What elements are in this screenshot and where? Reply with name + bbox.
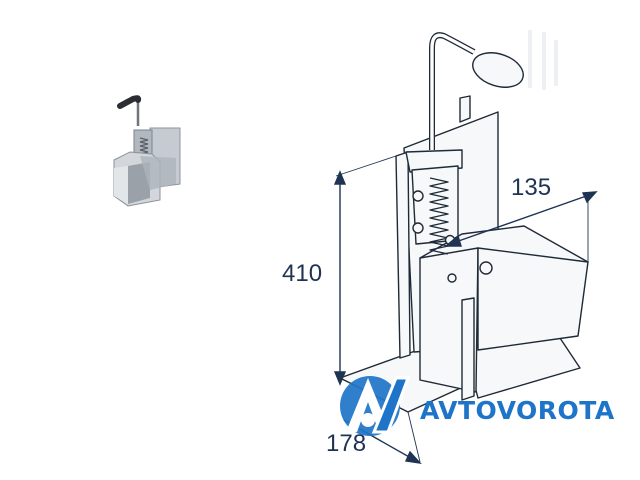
drop-catch-drawing xyxy=(339,30,589,413)
dimension-height-label: 410 xyxy=(282,260,323,287)
dimension-depth-label: 178 xyxy=(326,430,367,457)
brand-watermark: AVTOVOROTA xyxy=(332,368,632,448)
brand-name: AVTOVOROTA xyxy=(420,396,615,425)
thumbnail-catch xyxy=(113,95,181,207)
dimension-width-label: 135 xyxy=(511,174,552,201)
brand-logo-icon xyxy=(340,376,411,436)
